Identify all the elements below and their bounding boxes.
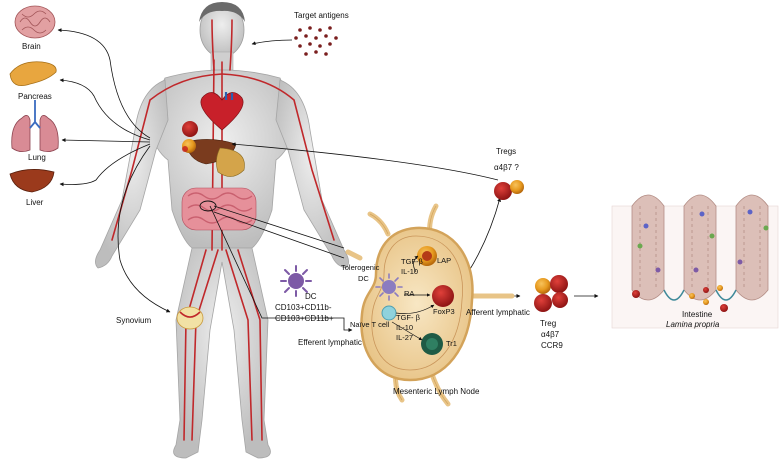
tgf-beta-top: TGF-β bbox=[401, 257, 423, 266]
naive-t-cell bbox=[381, 305, 397, 321]
dc-label: DC bbox=[305, 292, 317, 301]
lung-organ bbox=[11, 100, 59, 152]
liver-label: Liver bbox=[26, 198, 44, 207]
intestine-panel bbox=[611, 194, 779, 329]
lymph-node-name: Mesenteric Lymph Node bbox=[393, 387, 480, 396]
foxp3-label: FoxP3 bbox=[433, 307, 455, 316]
dc-marker-2: CD103+CD11b+ bbox=[275, 314, 334, 323]
synovium-label: Synovium bbox=[116, 316, 152, 325]
pancreas-organ bbox=[9, 61, 57, 87]
brain-label: Brain bbox=[22, 42, 41, 51]
pancreas-label: Pancreas bbox=[18, 92, 52, 101]
intestine-label: Intestine bbox=[682, 310, 713, 319]
tgf-beta-bottom: TGF- β bbox=[396, 313, 420, 322]
treg-group bbox=[534, 275, 568, 312]
treg-ccr9: CCR9 bbox=[541, 341, 563, 350]
tolerogenic-dc-icon bbox=[375, 273, 403, 301]
il27-label: IL-27 bbox=[396, 333, 414, 342]
tolerogenic-dc-label: DC bbox=[358, 274, 369, 283]
efferent-lymphatic-label: Efferent lymphatic bbox=[298, 338, 362, 347]
ra-label: RA bbox=[404, 289, 415, 298]
naive-t-cell-label: Naïve T cell bbox=[350, 320, 390, 329]
il10-top: IL-10 bbox=[401, 267, 419, 276]
afferent-lymphatic-label: Afferent lymphatic bbox=[466, 308, 530, 317]
lamina-propria-label: Lamina propria bbox=[666, 320, 720, 329]
organ-arrows bbox=[57, 28, 599, 332]
lap-label: LAP bbox=[437, 256, 452, 265]
foxp3-cell bbox=[432, 285, 454, 307]
dc-cell-icon bbox=[280, 265, 312, 297]
tr1-label: Tr1 bbox=[446, 339, 457, 348]
knee-joint bbox=[176, 306, 204, 330]
brain-organ bbox=[14, 5, 56, 39]
target-antigens-label: Target antigens bbox=[294, 11, 349, 20]
tolerogenic-label: Tolerogenic bbox=[341, 263, 380, 272]
human-body bbox=[95, 2, 349, 459]
treg-label: Treg bbox=[540, 319, 557, 328]
lung-label: Lung bbox=[28, 153, 46, 162]
liver-organ bbox=[9, 169, 55, 193]
treg-integrin: α4β7 bbox=[541, 330, 560, 339]
tregs-title: Tregs bbox=[496, 147, 517, 156]
dc-marker-1: CD103+CD11b- bbox=[275, 303, 332, 312]
lymph-node bbox=[345, 203, 515, 407]
tregs-cells bbox=[494, 180, 524, 200]
il10-bottom: IL-10 bbox=[396, 323, 414, 332]
heart-icon bbox=[200, 92, 244, 131]
antigen-dots bbox=[294, 26, 338, 56]
tregs-integrin: α4β7 ? bbox=[494, 163, 519, 172]
